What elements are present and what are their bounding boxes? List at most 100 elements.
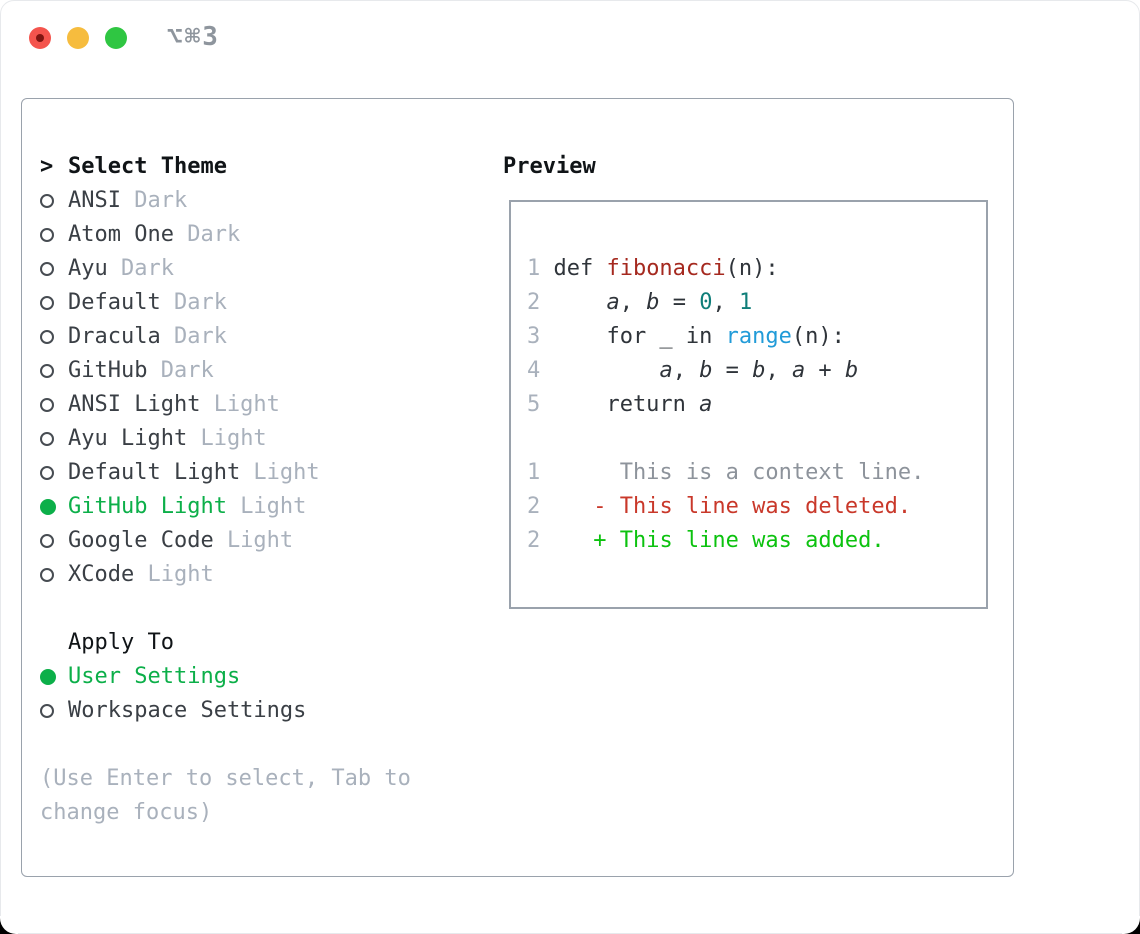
theme-list-title: Select Theme <box>68 154 227 179</box>
code-token: a <box>659 358 673 383</box>
theme-option[interactable]: Default Dark <box>40 286 411 320</box>
theme-option[interactable]: GitHub Light Light <box>40 490 411 524</box>
code-token: + This line was added. <box>593 528 885 553</box>
preview-line: 1 This is a context line. <box>527 456 974 490</box>
preview-line: 3 for _ in range(n): <box>527 320 974 354</box>
radio-cell <box>40 660 68 694</box>
code-token: , <box>765 358 792 383</box>
code-token: + <box>805 358 845 383</box>
apply-to-option[interactable]: Workspace Settings <box>40 694 411 728</box>
theme-option[interactable]: GitHub Dark <box>40 354 411 388</box>
code-token: b <box>646 290 660 315</box>
window-title: ⌥⌘3 <box>167 22 220 52</box>
close-button[interactable] <box>29 27 51 49</box>
radio-icon <box>40 398 54 412</box>
window-corner-artifact <box>0 916 18 934</box>
theme-option[interactable]: Dracula Dark <box>40 320 411 354</box>
theme-name: GitHub <box>68 358 148 383</box>
apply-to-label: Workspace Settings <box>68 698 307 723</box>
zoom-button[interactable] <box>105 27 127 49</box>
theme-name: Dracula <box>68 324 161 349</box>
code-token: b <box>844 358 859 383</box>
cursor-icon: > <box>40 154 54 179</box>
theme-variant: Dark <box>120 256 174 281</box>
code-token: b <box>699 358 713 383</box>
theme-name: Default <box>68 290 161 315</box>
code-token: a <box>699 392 713 417</box>
radio-cell <box>40 184 68 218</box>
code-token <box>553 354 659 388</box>
theme-variant: Dark <box>160 358 214 383</box>
radio-cell <box>40 490 68 524</box>
preview-line: 2 - This line was deleted. <box>527 490 974 524</box>
line-number: 2 <box>527 290 541 315</box>
code-token: = <box>712 358 753 383</box>
radio-icon <box>40 704 54 718</box>
apply-to-label: User Settings <box>68 664 241 689</box>
line-number: 1 <box>527 256 541 281</box>
theme-variant: Light <box>147 562 214 587</box>
radio-icon <box>40 296 54 310</box>
theme-variant: Light <box>213 392 280 417</box>
preview-title: Preview <box>503 154 596 179</box>
minimize-button[interactable] <box>67 27 89 49</box>
radio-icon <box>40 466 54 480</box>
radio-icon <box>40 228 54 242</box>
theme-variant: Dark <box>173 324 227 349</box>
theme-variant: Light <box>253 460 320 485</box>
preview-line: 2 a, b = 0, 1 <box>527 286 974 320</box>
theme-option[interactable]: Ayu Light Light <box>40 422 411 456</box>
theme-name: Ayu Light <box>68 426 188 451</box>
theme-variant: Light <box>240 494 307 519</box>
apply-to-title: Apply To <box>68 630 174 655</box>
theme-variant: Dark <box>187 222 241 247</box>
line-number: 2 <box>527 494 541 519</box>
focus-cursor-cell: > <box>40 150 68 184</box>
line-number <box>527 422 540 456</box>
apply-to-option[interactable]: User Settings <box>40 660 411 694</box>
line-number: 4 <box>527 358 541 383</box>
code-token <box>553 524 593 558</box>
code-token: = <box>659 290 700 315</box>
code-token: , <box>619 290 647 315</box>
radio-cell <box>40 422 68 456</box>
radio-icon <box>40 499 56 515</box>
radio-cell <box>40 252 68 286</box>
radio-icon <box>40 568 54 582</box>
line-number: 2 <box>527 528 541 553</box>
theme-variant: Light <box>200 426 267 451</box>
radio-icon <box>40 534 54 548</box>
code-token: 0 <box>699 290 713 315</box>
line-number: 5 <box>527 392 541 417</box>
code-token: return <box>553 392 700 417</box>
apply-to-header: Apply To <box>40 626 411 660</box>
code-token: (n): <box>725 256 779 281</box>
code-token: 1 <box>738 290 753 315</box>
code-token <box>553 286 606 320</box>
radio-cell <box>40 558 68 592</box>
hint-line-1: (Use Enter to select, Tab to <box>40 766 411 791</box>
code-token: This is a context line. <box>553 460 925 485</box>
line-number: 1 <box>527 460 541 485</box>
theme-variant: Dark <box>173 290 227 315</box>
window-corner-artifact <box>1122 916 1140 934</box>
theme-list-header: > Select Theme <box>40 150 411 184</box>
code-token: def <box>553 256 607 281</box>
radio-cell <box>40 388 68 422</box>
theme-name: GitHub Light <box>68 494 227 519</box>
spacer <box>40 592 411 626</box>
radio-icon <box>40 330 54 344</box>
